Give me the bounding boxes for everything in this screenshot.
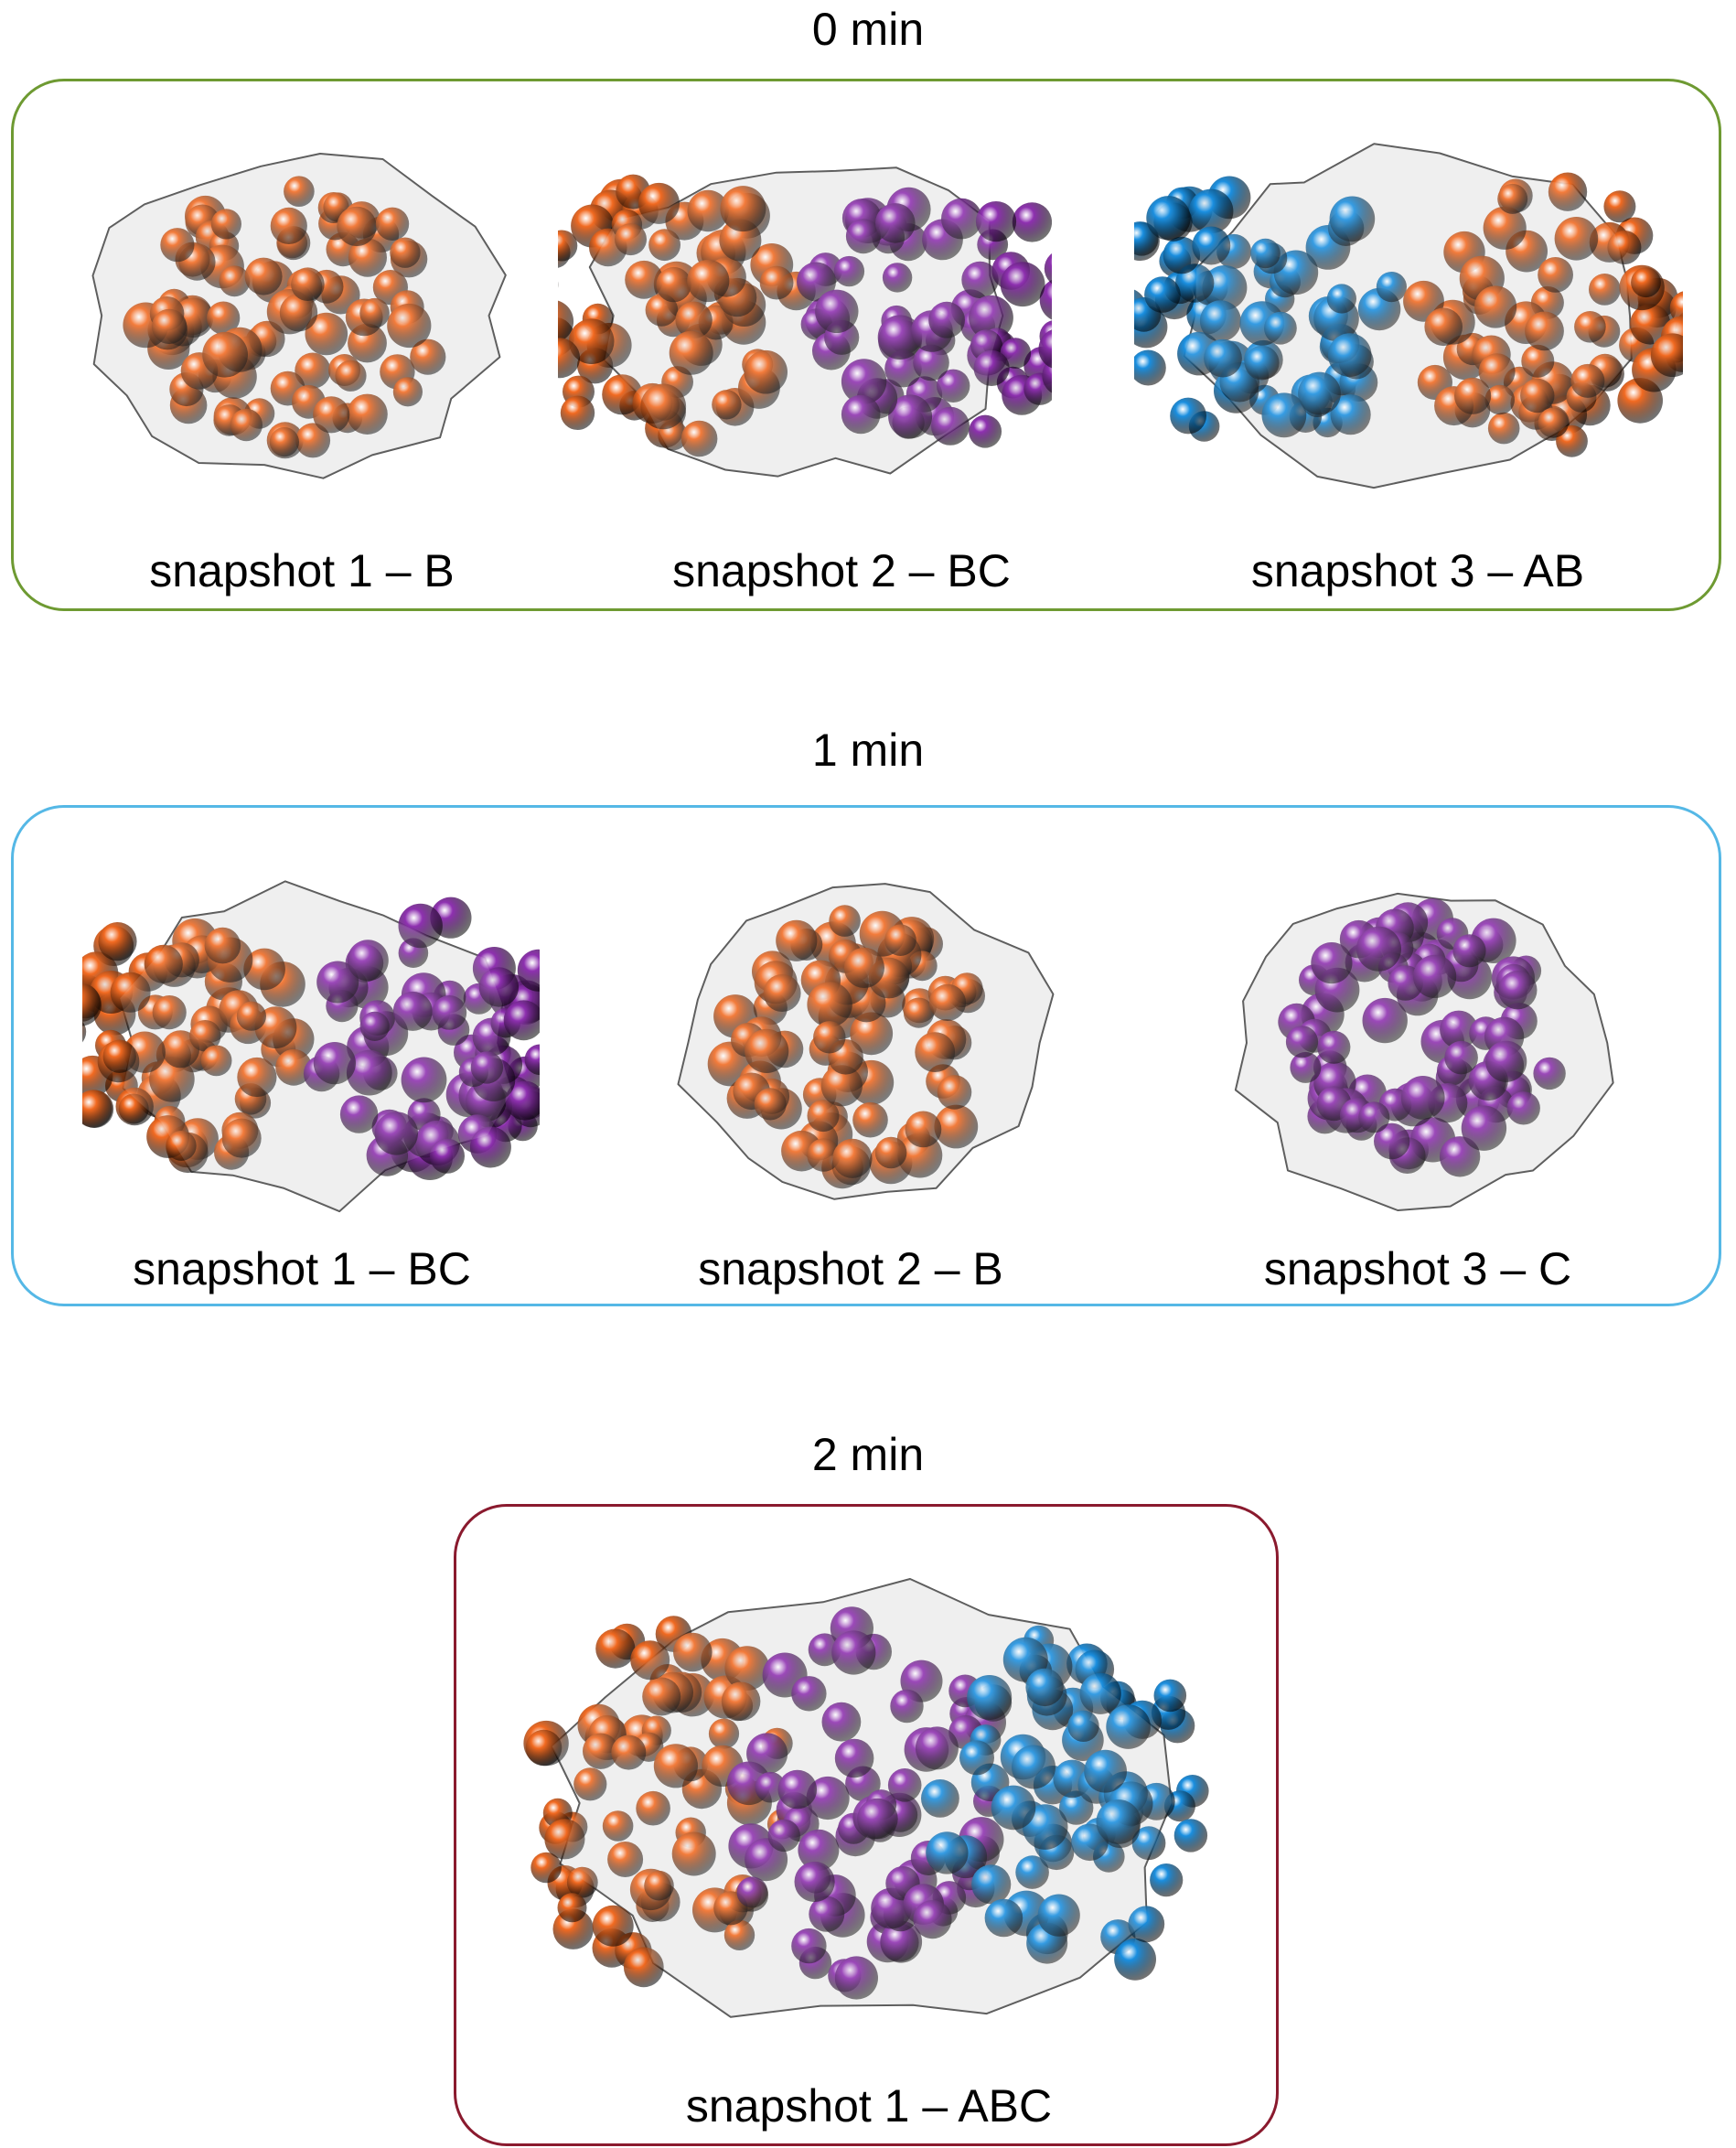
panel-1min bbox=[11, 805, 1721, 1306]
time-title-2min: 2 min bbox=[811, 1429, 925, 1480]
time-title-1min: 1 min bbox=[811, 725, 925, 776]
bead-model-icon bbox=[1234, 892, 1614, 1211]
snapshot-label: snapshot 1 – ABC bbox=[685, 2080, 1053, 2132]
snapshot-label: snapshot 2 – BC bbox=[672, 545, 1011, 596]
bead-model-icon bbox=[523, 1578, 1209, 2018]
time-title-0min: 0 min bbox=[811, 4, 925, 55]
bead-model-icon bbox=[558, 166, 1052, 478]
snapshot-label: snapshot 1 – BC bbox=[133, 1243, 471, 1294]
bead-model-icon bbox=[677, 883, 1055, 1200]
bead-model-icon bbox=[1134, 143, 1683, 489]
panel-2min bbox=[454, 1504, 1279, 2146]
bead-model-icon bbox=[91, 153, 507, 479]
snapshot-label: snapshot 3 – C bbox=[1263, 1243, 1572, 1294]
panel-0min bbox=[11, 79, 1721, 611]
snapshot-label: snapshot 2 – B bbox=[698, 1243, 1003, 1294]
bead-model-icon bbox=[82, 880, 540, 1213]
snapshot-label: snapshot 1 – B bbox=[149, 545, 455, 596]
snapshot-label: snapshot 3 – AB bbox=[1250, 545, 1585, 596]
